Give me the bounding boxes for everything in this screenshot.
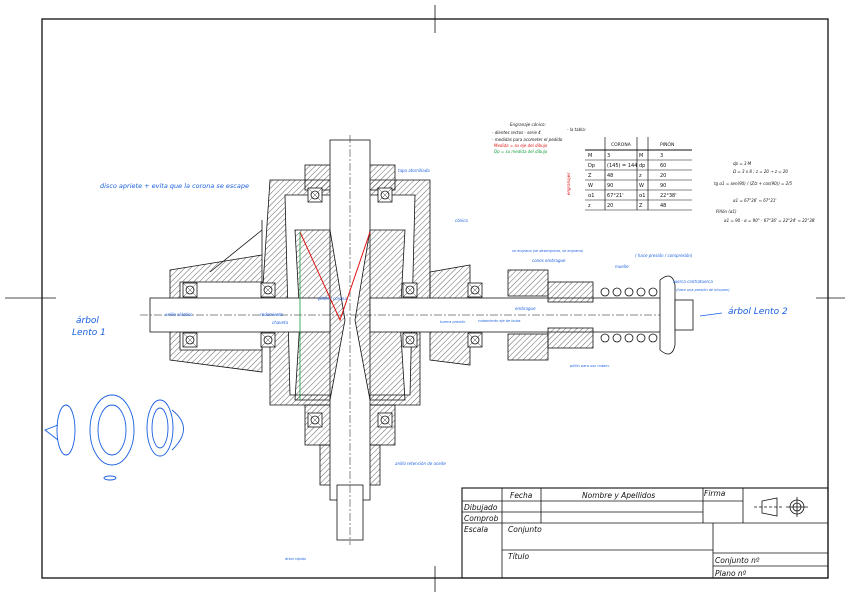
- table-cell: z: [639, 173, 642, 179]
- table-cell: α1: [639, 193, 645, 199]
- table-cell: dp: [639, 163, 645, 169]
- annotation-anillo: anillo elástico: [165, 312, 193, 317]
- table-cell: 3: [607, 153, 610, 159]
- header-corona: CORONA: [611, 142, 632, 148]
- table-cell: 22°38': [660, 193, 677, 199]
- table-cell: W: [588, 183, 593, 189]
- annotation-tuerca2: (hace una presión de bloqueo): [676, 288, 730, 292]
- label-plano-n: Plano nº: [715, 569, 747, 578]
- calc-line: α1 = 90 - α = 90° - 67°36' = 22°24' ≈ 22…: [724, 218, 815, 223]
- table-cell: 20: [660, 173, 666, 179]
- label-conjunto: Conjunto: [508, 525, 542, 534]
- label-fecha: Fecha: [510, 491, 533, 500]
- table-cell: W: [639, 183, 644, 189]
- annotation-disco: disco apriete + evita que la corona se e…: [100, 182, 249, 190]
- annotation-arbol2: árbol Lento 2: [728, 307, 788, 317]
- label-nombre: Nombre y Apellidos: [582, 491, 655, 500]
- table-cell: Z: [639, 203, 643, 209]
- annotation-tapa: tapa atornillada: [398, 168, 430, 173]
- annotation-rodam-eje: rodamiento eje de bolas: [478, 319, 521, 323]
- annotation-rodamiento: rodamiento: [260, 312, 284, 317]
- calc-line: α1 = 67°36' ≈ 67°21': [733, 198, 777, 203]
- table-cell: 90: [607, 183, 613, 189]
- table-side-note: engranajes: [566, 173, 571, 195]
- label-titulo: Título: [508, 552, 529, 561]
- table-cell: z: [588, 203, 591, 209]
- table-cell: 67°21': [607, 193, 624, 199]
- annotation-pinon: piñón para uso rodam.: [569, 364, 610, 368]
- table-cell: α1: [588, 193, 594, 199]
- label-dibujado: Dibujado: [464, 503, 498, 512]
- annotations: disco apriete + evita que la corona se e…: [72, 168, 788, 561]
- first-angle-projection-icon: [754, 497, 808, 517]
- table-intro: - la tabla:: [567, 127, 587, 132]
- table-cell: 3: [660, 153, 663, 159]
- annotation-conico: cónico: [455, 218, 468, 223]
- note-green: Dp = su medida del dibujo: [494, 149, 548, 154]
- table-cell: M: [639, 153, 643, 159]
- note-title: Engranaje cónico:: [510, 122, 546, 127]
- header-pinon: PIÑÓN: [660, 141, 674, 148]
- annotation-embrague: embrague: [515, 306, 536, 311]
- note-red: Medida = su eje del dibujo: [494, 143, 548, 148]
- table-cell: 48: [660, 203, 666, 209]
- label-firma: Firma: [704, 489, 726, 498]
- title-block: [461, 487, 829, 579]
- gear-table: [585, 137, 692, 211]
- table-cell: 90: [660, 183, 666, 189]
- annotation-arbol1: árbol: [76, 316, 99, 326]
- table-cell: 60: [660, 163, 666, 169]
- table-cell: M: [588, 153, 592, 159]
- title-block-text: Fecha Nombre y Apellidos Firma Dibujado …: [464, 489, 760, 578]
- annotation-pinon-corona: piñón / corona: [317, 296, 347, 301]
- calc-line: Ω = 3 x 8 ; z = 20 → z = 20: [732, 169, 788, 174]
- calc-line: dp = 3·M: [733, 161, 752, 166]
- table-cell: (145) = 144: [607, 163, 637, 169]
- annotation-anillo2: anillo retención de aceite: [395, 461, 446, 466]
- label-escala: Escala: [464, 525, 488, 534]
- gear-notes: Engranaje cónico: - dientes rectos - ser…: [492, 122, 815, 223]
- annotation-engrane: se engrana (se desengrana, se engrana): [512, 249, 584, 253]
- exploded-view-sketch: [44, 394, 184, 481]
- annotation-conos: conos embrague: [532, 258, 566, 263]
- table-cell: 48: [607, 173, 613, 179]
- label-comprob: Comprob: [464, 514, 499, 523]
- annotation-muelle: muelle: [615, 264, 629, 269]
- table-cell: 20: [607, 203, 613, 209]
- centering-marks: [5, 5, 845, 592]
- table-cell: Z: [588, 173, 592, 179]
- annotation-tuerca-presion: tuerca presión: [440, 320, 465, 324]
- annotation-arbol1-b: Lento 1: [72, 328, 106, 338]
- annotation-tuerca: tuerca contratuerca: [673, 279, 713, 284]
- annotation-arbol-rapido: árbol rápido: [285, 557, 306, 561]
- calc-line: tg α1 = sen(90) / (Z/z + cos(90)) = 2/5: [714, 181, 793, 186]
- label-conjunto-n: Conjunto nº: [715, 556, 760, 565]
- gearbox-section: [140, 135, 694, 545]
- table-cell: Dp: [588, 163, 595, 169]
- note-line: - dientes rectos - serie 4: [492, 130, 541, 135]
- calc-line: Piñón (α1): [716, 209, 737, 214]
- annotation-presion: ( hace presión / compresión): [635, 253, 693, 258]
- annotation-chaveta: chaveta: [272, 320, 289, 325]
- note-line: - medidas para acometer el pedido: [492, 137, 563, 142]
